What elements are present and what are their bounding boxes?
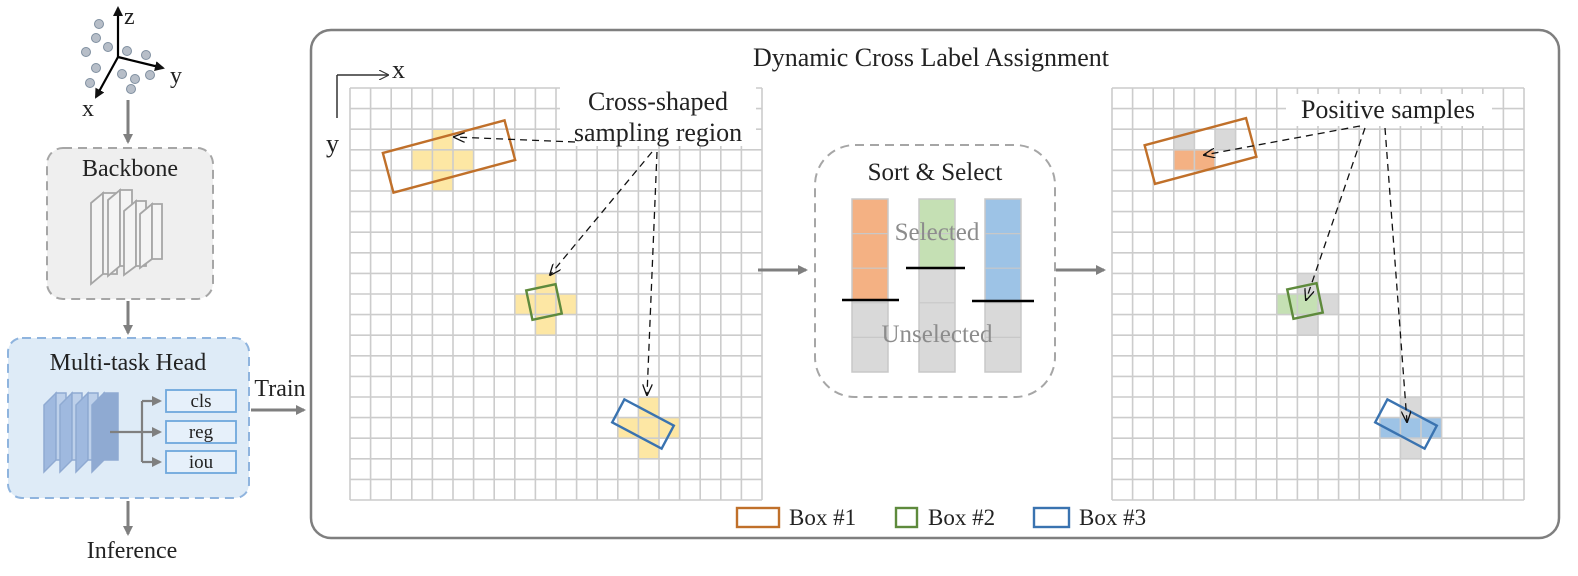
unselected-label: Unselected xyxy=(881,321,993,348)
left-annotation-arrows xyxy=(454,137,658,395)
positive-cell xyxy=(1400,417,1421,439)
inference-label: Inference xyxy=(87,538,178,564)
cross-region-label-2: sampling region xyxy=(574,118,742,147)
left-grid-fills xyxy=(411,129,680,459)
right-grid-fills xyxy=(1173,129,1442,459)
sample-cell xyxy=(453,149,474,171)
sample-cell xyxy=(411,149,433,171)
output-iou: iou xyxy=(189,452,214,473)
backbone-layers-icon xyxy=(90,188,163,286)
unselected-cell xyxy=(1215,129,1236,150)
sample-cell xyxy=(535,273,556,294)
left-box-2 xyxy=(524,282,564,322)
head-layers-icon xyxy=(43,391,119,474)
legend-swatch-box3 xyxy=(1032,506,1071,529)
bar-outline-1 xyxy=(851,198,889,373)
sample-cell xyxy=(535,294,556,315)
positive-cell xyxy=(1276,294,1298,315)
left-grid xyxy=(349,87,763,501)
sample-cell xyxy=(638,397,659,418)
multitask-head-block: Multi-task Head cls reg iou xyxy=(7,337,250,499)
right-annotation-bg xyxy=(1286,94,1492,126)
sort-thresholds xyxy=(842,266,1034,303)
assignment-panel xyxy=(309,28,1561,540)
unselected-cell xyxy=(1297,314,1318,336)
head-output-boxes: cls reg iou xyxy=(165,389,237,474)
bar-outline-3 xyxy=(984,198,1022,373)
legend-label-box2: Box #2 xyxy=(928,505,995,530)
head-branch-arrows xyxy=(110,396,162,467)
axis-y-label: y xyxy=(170,63,182,89)
point xyxy=(85,78,95,88)
sort-bars xyxy=(851,198,1022,373)
legend-swatch-box2 xyxy=(894,506,919,529)
point xyxy=(130,74,140,84)
sample-cell xyxy=(638,417,659,439)
point xyxy=(91,33,101,43)
sample-cell xyxy=(432,149,453,171)
output-reg: reg xyxy=(189,422,214,443)
point xyxy=(81,47,91,57)
point xyxy=(91,63,101,73)
axis-z-label: z xyxy=(124,4,135,30)
bar-unselected-1 xyxy=(852,300,888,372)
sort-select-block xyxy=(814,144,1056,398)
cross-region-label-1: Cross-shaped xyxy=(588,87,728,116)
point xyxy=(117,69,127,79)
point xyxy=(103,42,113,52)
bar-unselected-3 xyxy=(985,301,1021,372)
left-annotation-bg xyxy=(560,86,756,146)
bar-unselected-2 xyxy=(919,268,955,372)
positive-samples-label: Positive samples xyxy=(1301,95,1475,124)
point xyxy=(94,19,104,29)
train-label: Train xyxy=(254,376,305,402)
head-title: Multi-task Head xyxy=(50,350,207,376)
point xyxy=(141,50,151,60)
output-cls: cls xyxy=(190,391,211,412)
point xyxy=(122,46,132,56)
sort-select-title: Sort & Select xyxy=(868,159,1003,186)
right-box-1 xyxy=(1143,116,1258,186)
right-box-2 xyxy=(1285,281,1325,321)
legend-label-box3: Box #3 xyxy=(1079,505,1146,530)
axis-x-label: x xyxy=(82,96,94,122)
bar-outline-2 xyxy=(918,198,956,373)
grid-axes: x y xyxy=(326,55,405,158)
sample-cell xyxy=(535,314,556,336)
point xyxy=(145,70,155,80)
point xyxy=(126,84,136,94)
left-box-1 xyxy=(381,118,517,195)
sample-cell xyxy=(514,294,536,315)
selected-label: Selected xyxy=(895,219,980,246)
positive-cell xyxy=(1297,294,1318,315)
point-cloud xyxy=(81,19,155,94)
sample-cell xyxy=(432,170,453,191)
legend-label-box1: Box #1 xyxy=(789,505,856,530)
legend: Box #1 Box #2 Box #3 xyxy=(735,505,1146,530)
legend-swatch-box1 xyxy=(735,506,781,529)
positive-cell xyxy=(1421,417,1442,439)
axes-3d: z y x xyxy=(82,4,182,122)
grid-y-axis-label: y xyxy=(326,129,339,158)
positive-cell xyxy=(1173,149,1195,171)
backbone-block: Backbone xyxy=(46,147,214,300)
bar-selected-1 xyxy=(852,199,888,300)
bar-selected-3 xyxy=(985,199,1021,301)
left-box-3 xyxy=(610,397,676,451)
right-annotation-arrows xyxy=(1204,125,1407,422)
grid-x-axis-label: x xyxy=(392,55,405,84)
right-box-3 xyxy=(1373,397,1439,451)
panel-title: Dynamic Cross Label Assignment xyxy=(753,43,1110,72)
backbone-title: Backbone xyxy=(82,156,178,182)
sample-cell xyxy=(659,417,680,439)
